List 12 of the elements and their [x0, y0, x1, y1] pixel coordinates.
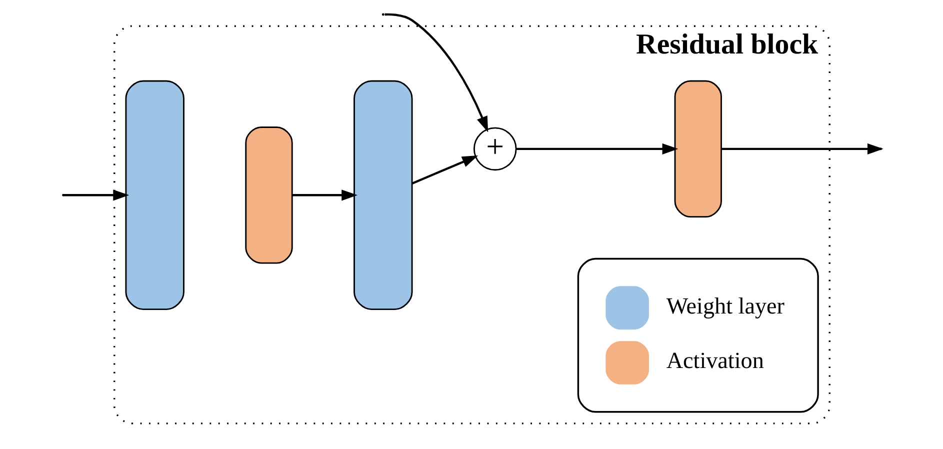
node-box	[674, 80, 722, 218]
node-circle: +	[472, 127, 516, 171]
arrow	[516, 143, 678, 154]
arrow	[384, 13, 488, 132]
node-box	[124, 80, 184, 310]
arrow	[292, 190, 358, 201]
node-box	[353, 80, 412, 310]
legend-label: Weight layer	[666, 292, 784, 318]
node-box	[244, 126, 292, 264]
legend-label: Activation	[666, 347, 764, 374]
arrow	[63, 190, 129, 201]
arrow	[411, 156, 478, 184]
